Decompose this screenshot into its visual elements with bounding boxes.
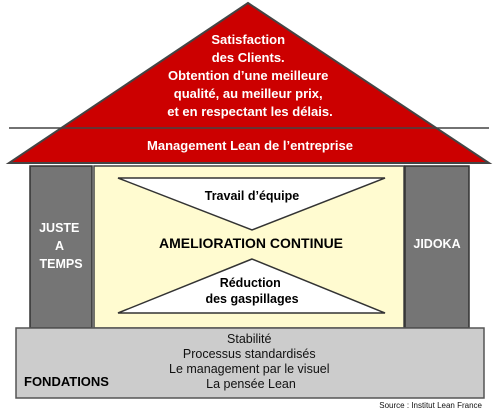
foundation-item-4: La pensée Lean [206, 377, 296, 391]
foundation-item-2: Processus standardisés [183, 347, 316, 361]
management-band-label: Management Lean de l’entreprise [147, 138, 353, 153]
roof-line-5: et en respectant les délais. [167, 104, 332, 119]
roof-line-2: des Clients. [212, 50, 285, 65]
waste-reduction-text: Réduction des gaspillages [205, 276, 298, 306]
waste-reduction-line-1: Réduction [220, 276, 281, 290]
waste-reduction-triangle [117, 258, 386, 314]
foundation-item-1: Stabilité [227, 332, 272, 346]
teamwork-triangle [117, 177, 386, 231]
foundation-item-3: Le management par le visuel [169, 362, 330, 376]
roof-text: Satisfaction des Clients. Obtention d’un… [167, 32, 332, 119]
teamwork-label: Travail d’équipe [205, 189, 300, 203]
roof-line-1: Satisfaction [211, 32, 285, 47]
foundations-label: FONDATIONS [24, 374, 109, 389]
source-note: Source : Institut Lean France [379, 401, 482, 410]
foundations [15, 327, 485, 399]
pillar-right-label: JIDOKA [413, 237, 460, 251]
roof [5, 1, 493, 164]
pillar-left-text: JUSTE A TEMPS [39, 221, 83, 271]
pillar-left-line-1: JUSTE [39, 221, 79, 235]
pillar-right [404, 165, 470, 329]
continuous-improvement-label: AMELIORATION CONTINUE [159, 235, 343, 251]
pillar-left [29, 165, 93, 329]
pillar-left-line-3: TEMPS [39, 257, 82, 271]
roof-line-4: qualité, au meilleur prix, [174, 86, 323, 101]
pillar-left-line-2: A [55, 239, 64, 253]
foundations-items: Stabilité Processus standardisés Le mana… [169, 332, 333, 391]
roof-line-3: Obtention d’une meilleure [168, 68, 328, 83]
waste-reduction-line-2: des gaspillages [205, 292, 298, 306]
